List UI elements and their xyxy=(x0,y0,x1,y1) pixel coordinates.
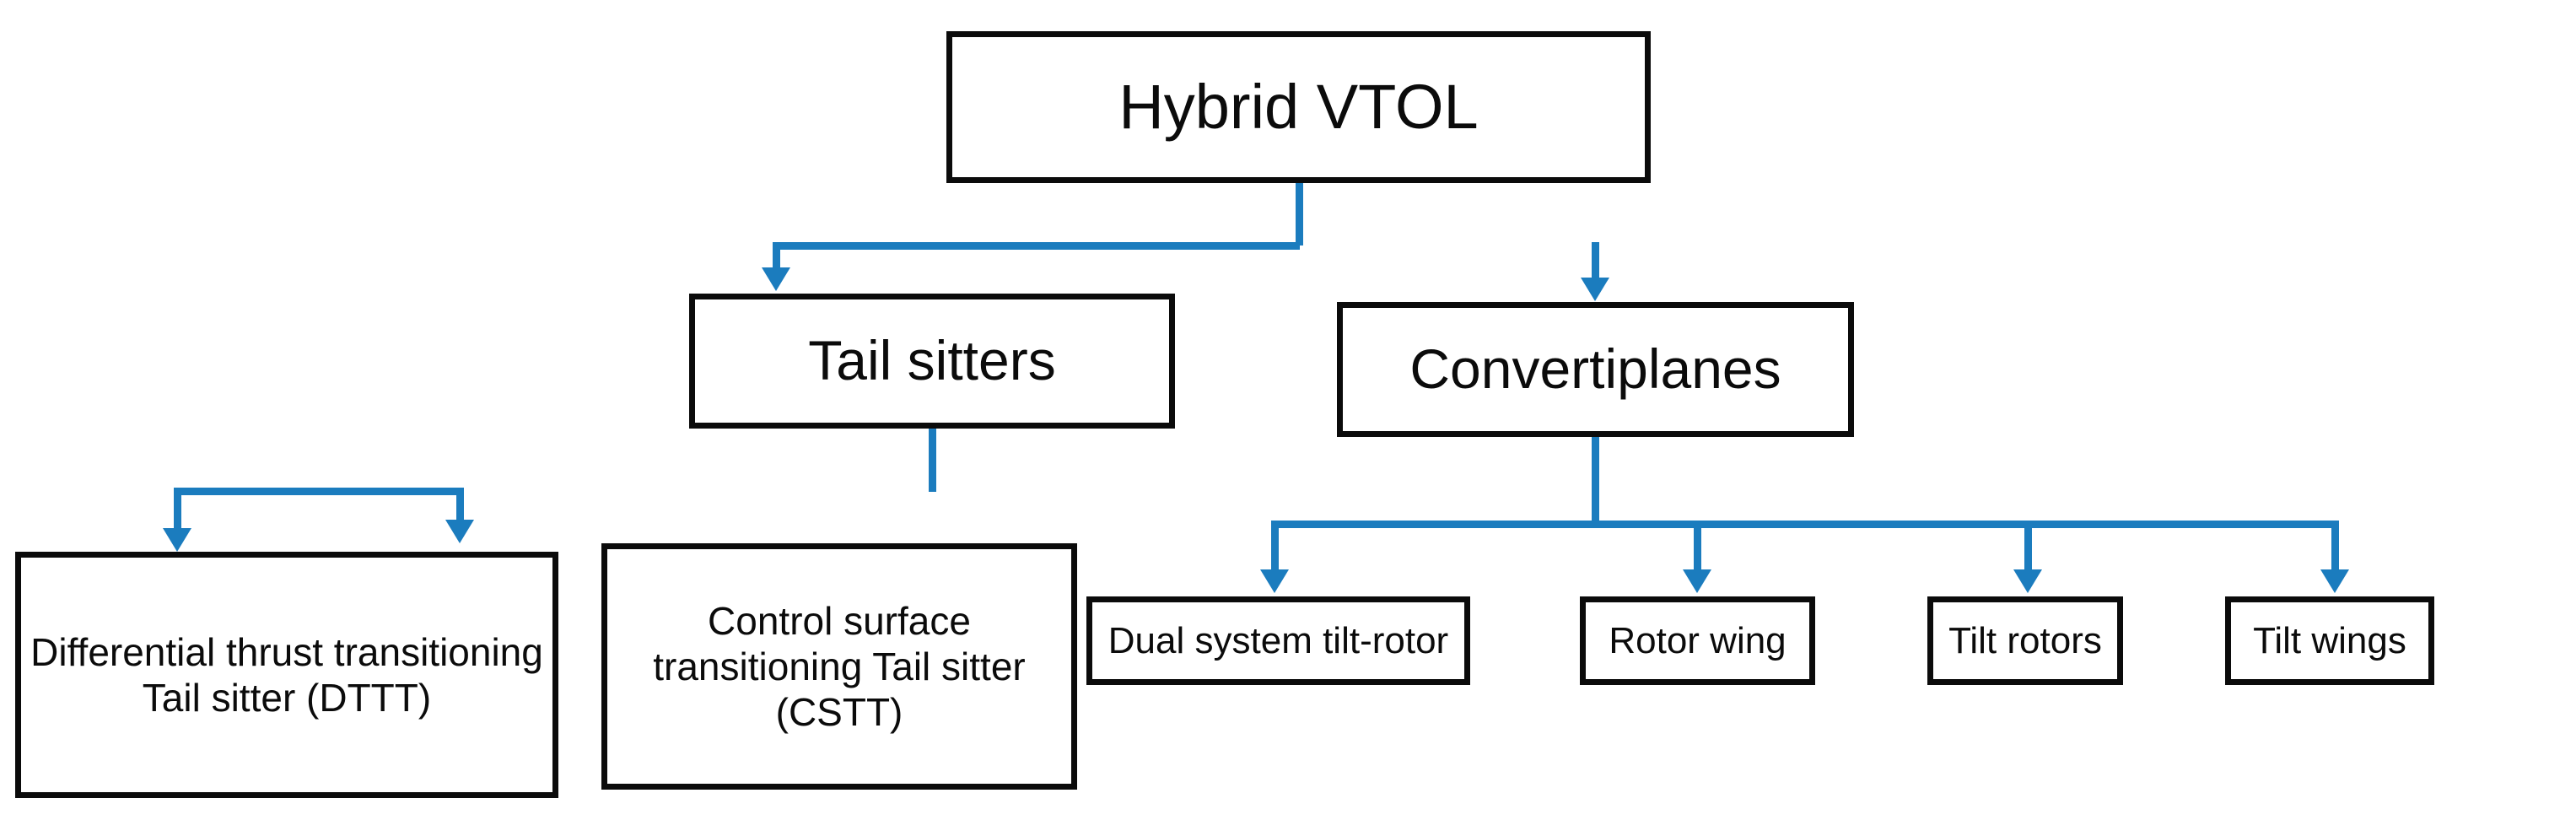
node-tail-sitters[interactable]: Tail sitters xyxy=(689,294,1175,429)
connector-root-stem xyxy=(1296,180,1303,245)
connector-convertiplanes-to-dual-system xyxy=(1271,521,1279,569)
node-dual-system-tilt-rotor[interactable]: Dual system tilt-rotor xyxy=(1086,596,1470,685)
arrowhead-to-rotor-wing xyxy=(1683,569,1711,593)
connector-convertiplanes-to-rotor-wing xyxy=(1694,521,1701,569)
connector-convertiplanes-stem xyxy=(1592,435,1599,525)
node-dttt-label: Differential thrust transitioning Tail s… xyxy=(30,629,543,720)
node-dual-system-tilt-rotor-label: Dual system tilt-rotor xyxy=(1107,619,1449,661)
node-tilt-rotors-label: Tilt rotors xyxy=(1948,619,2102,661)
node-hybrid-vtol-label: Hybrid VTOL xyxy=(1118,72,1479,143)
node-cstt[interactable]: Control surface transitioning Tail sitte… xyxy=(601,543,1077,790)
connector-root-to-tail-sitters xyxy=(773,242,780,267)
node-convertiplanes[interactable]: Convertiplanes xyxy=(1337,302,1854,437)
node-rotor-wing[interactable]: Rotor wing xyxy=(1580,596,1815,685)
arrowhead-to-tilt-wings xyxy=(2320,569,2349,593)
arrowhead-to-tilt-rotors xyxy=(2013,569,2042,593)
arrowhead-to-convertiplanes xyxy=(1581,278,1609,301)
node-convertiplanes-label: Convertiplanes xyxy=(1409,337,1781,401)
connector-convertiplanes-to-tilt-rotors xyxy=(2024,521,2032,569)
connector-convertiplanes-bus xyxy=(1271,521,2339,528)
connector-convertiplanes-to-tilt-wings xyxy=(2331,521,2339,569)
arrowhead-to-tail-sitters xyxy=(762,267,790,291)
node-tail-sitters-label: Tail sitters xyxy=(808,329,1056,392)
arrowhead-to-dttt xyxy=(163,528,191,552)
arrowhead-to-dual-system-tilt-rotor xyxy=(1260,569,1289,593)
connector-tail-sitters-bus xyxy=(174,488,464,495)
connector-tail-sitters-to-cstt xyxy=(456,488,464,520)
connector-tail-sitters-to-dttt xyxy=(174,488,181,528)
node-tilt-wings-label: Tilt wings xyxy=(2253,619,2406,661)
connector-tail-sitters-stem xyxy=(929,426,936,492)
node-tilt-rotors[interactable]: Tilt rotors xyxy=(1927,596,2123,685)
arrowhead-to-cstt xyxy=(445,520,474,543)
connector-root-to-convertiplanes xyxy=(1592,242,1599,278)
node-dttt[interactable]: Differential thrust transitioning Tail s… xyxy=(15,552,558,798)
node-tilt-wings[interactable]: Tilt wings xyxy=(2225,596,2434,685)
node-cstt-label: Control surface transitioning Tail sitte… xyxy=(653,598,1026,735)
node-rotor-wing-label: Rotor wing xyxy=(1609,619,1786,661)
node-hybrid-vtol[interactable]: Hybrid VTOL xyxy=(946,31,1651,183)
connector-root-bus xyxy=(773,242,1300,250)
